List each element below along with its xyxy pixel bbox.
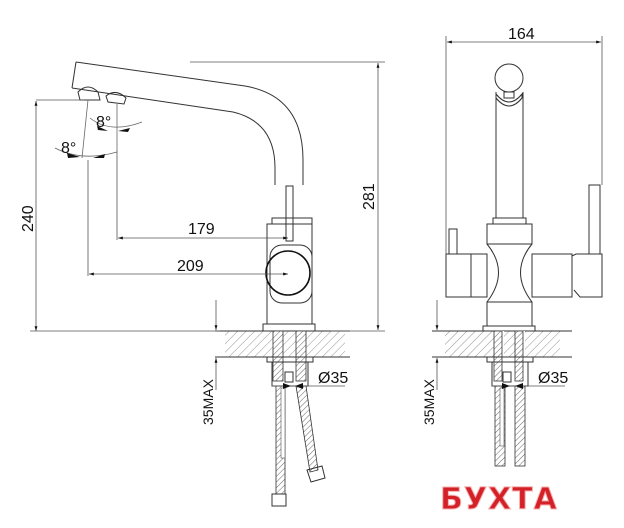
spout [71,61,304,185]
countertop-side [215,330,350,387]
dim-height-outlet: 240 [20,205,37,232]
side-view: 8° 8° [20,61,385,507]
faucet-body-front [445,184,603,332]
brand-watermark: БУХТА [440,482,558,517]
front-dimensions: 164 35MAX Ø35 [421,26,603,425]
angle-label-lower: 8° [61,140,76,157]
dim-height-total: 281 [361,183,378,210]
angle-label-upper: 8° [96,114,111,131]
dim-reach-spout: 209 [177,258,204,275]
angle-annotations: 8° 8° [54,99,143,159]
dim-reach-lever: 179 [188,221,215,238]
side-dimensions: 240 281 179 209 35MAX Ø35 [20,61,385,425]
countertop-front [432,330,572,387]
supply-hoses-side [271,385,326,507]
dim-counter-thickness-front: 35MAX [421,378,437,425]
faucet-body-side [262,185,316,332]
front-view: 164 35MAX Ø35 [421,26,603,467]
dim-hole-diameter-side: Ø35 [318,370,348,387]
spout-front [494,63,524,218]
dim-width: 164 [508,26,535,43]
supply-hoses-front [494,385,526,467]
dim-hole-diameter-front: Ø35 [538,370,568,387]
dim-counter-thickness-side: 35MAX [200,378,216,425]
